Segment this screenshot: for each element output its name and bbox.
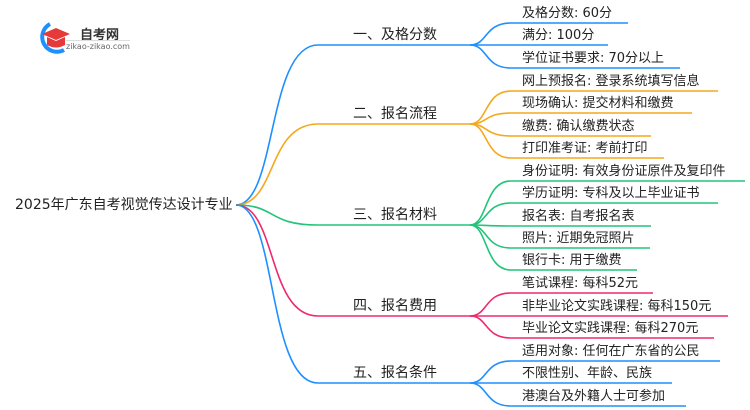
graduation-cap-logo-icon bbox=[40, 22, 70, 54]
leaf-node: 满分: 100分 bbox=[522, 28, 595, 43]
branch-connector bbox=[235, 204, 470, 226]
branch-node: 二、报名流程 bbox=[353, 106, 437, 122]
leaf-node: 打印准考证: 考前打印 bbox=[522, 141, 648, 156]
branch-node: 一、及格分数 bbox=[353, 27, 437, 43]
leaf-node: 报名表: 自考报名表 bbox=[522, 209, 635, 224]
leaf-connector bbox=[469, 224, 637, 271]
branch-connector bbox=[235, 204, 470, 384]
leaf-node: 身份证明: 有效身份证原件及复印件 bbox=[522, 164, 726, 179]
branch-node: 三、报名材料 bbox=[353, 207, 437, 223]
leaf-connector bbox=[469, 224, 651, 227]
root-node: 2025年广东自考视觉传达设计专业 bbox=[15, 197, 233, 213]
leaf-node: 不限性别、年龄、民族 bbox=[522, 366, 653, 381]
leaf-node: 现场确认: 提交材料和缴费 bbox=[522, 96, 674, 111]
leaf-node: 适用对象: 任何在广东省的公民 bbox=[522, 344, 700, 359]
leaf-node: 及格分数: 60分 bbox=[522, 6, 613, 21]
leaf-node: 银行卡: 用于缴费 bbox=[522, 253, 622, 268]
branch-connector bbox=[235, 44, 470, 206]
leaf-node: 学历证明: 专科及以上毕业证书 bbox=[522, 186, 700, 201]
leaf-node: 毕业论文实践课程: 每科270元 bbox=[522, 321, 699, 336]
leaf-node: 港澳台及外籍人士可参加 bbox=[522, 389, 666, 404]
leaf-connector bbox=[469, 123, 664, 159]
logo-subtitle: zikao-zikao.com bbox=[66, 40, 130, 51]
branch-node: 四、报名费用 bbox=[353, 298, 437, 314]
leaf-node: 非毕业论文实践课程: 每科150元 bbox=[522, 299, 712, 314]
leaf-connector bbox=[469, 44, 680, 69]
leaf-node: 网上预报名: 登录系统填写信息 bbox=[522, 74, 700, 89]
branch-connector bbox=[235, 204, 470, 317]
leaf-node: 学位证书要求: 70分以上 bbox=[522, 51, 665, 66]
leaf-node: 笔试课程: 每科52元 bbox=[522, 276, 639, 291]
leaf-node: 照片: 近期免冠照片 bbox=[522, 231, 635, 246]
logo-title: 自考网 bbox=[80, 28, 120, 43]
branch-node: 五、报名条件 bbox=[353, 365, 437, 381]
leaf-node: 缴费: 确认缴费状态 bbox=[522, 119, 635, 134]
leaf-connector bbox=[469, 382, 686, 407]
leaf-connector bbox=[469, 315, 714, 339]
leaf-connector bbox=[469, 180, 745, 226]
branch-connector bbox=[235, 123, 470, 206]
